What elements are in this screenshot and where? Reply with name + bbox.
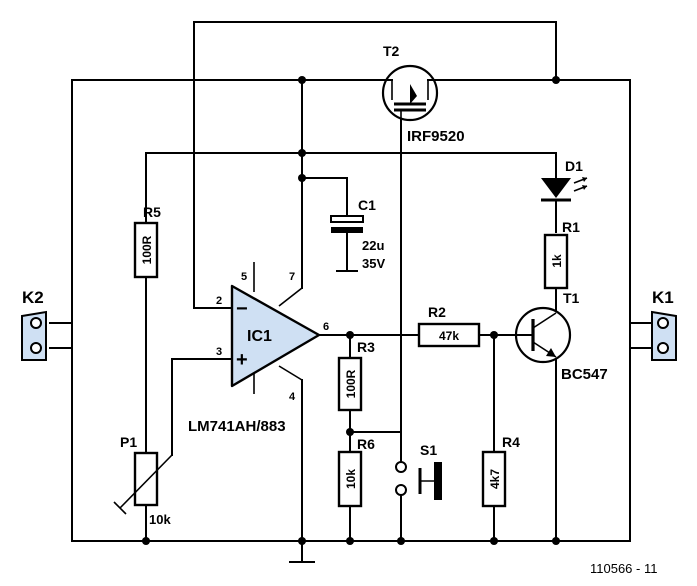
p1-value: 10k [149, 512, 171, 527]
led-d1: D1 [541, 158, 588, 202]
opamp-minus-sign: − [236, 298, 248, 320]
junction-dot [346, 537, 354, 545]
pin-5-label: 5 [241, 271, 247, 283]
k1-label: K1 [652, 288, 674, 307]
t2-label: T2 [383, 43, 400, 59]
r4-value: 4k7 [488, 469, 502, 489]
junction-dot [298, 174, 306, 182]
resistor-r5: 100R R5 [133, 204, 161, 279]
junction-dot [552, 76, 560, 84]
junction-dot [490, 537, 498, 545]
t1-value: BC547 [561, 366, 608, 383]
d1-label: D1 [565, 158, 583, 174]
r1-value: 1k [550, 254, 564, 268]
potentiometer-p1: P1 10k [113, 434, 173, 527]
junction-dot [552, 537, 560, 545]
junction-dot [490, 331, 498, 339]
junction-dot [346, 331, 354, 339]
pin-3-label: 3 [216, 346, 222, 358]
junction-dot [298, 537, 306, 545]
r6-label: R6 [357, 436, 375, 452]
connector-k2: K2 [21, 288, 47, 361]
capacitor-c1: C1 22u 35V [330, 197, 385, 272]
pin-2-label: 2 [216, 295, 222, 307]
junction-dot [298, 149, 306, 157]
r3-value: 100R [344, 369, 358, 398]
r1-label: R1 [562, 219, 580, 235]
k2-label: K2 [22, 288, 44, 307]
wires [49, 21, 653, 563]
t1-label: T1 [563, 290, 580, 306]
resistor-r2: 47k R2 [417, 304, 481, 348]
r2-value: 47k [439, 329, 459, 343]
junction-dot [346, 428, 354, 436]
junction-dot [298, 76, 306, 84]
pushbutton-s1: S1 [395, 442, 442, 500]
figure-code: 110566 - 11 [590, 561, 657, 576]
transistor-t1: T1 BC547 [514, 290, 608, 383]
r3-label: R3 [357, 339, 375, 355]
opamp-ic1: − + IC1 2 3 6 7 4 5 LM741AH/883 [188, 271, 329, 435]
junction-dot [397, 537, 405, 545]
r5-label: R5 [143, 204, 161, 220]
pin-7-label: 7 [289, 271, 295, 283]
junction-dots [142, 76, 560, 545]
p1-label: P1 [120, 434, 137, 450]
r5-value: 100R [140, 235, 154, 264]
ic1-label: IC1 [247, 328, 272, 345]
pin-4-label: 4 [289, 391, 296, 403]
junction-dot [142, 537, 150, 545]
c1-label: C1 [358, 197, 376, 213]
r2-label: R2 [428, 304, 446, 320]
ic1-part-number: LM741AH/883 [188, 418, 286, 435]
r4-label: R4 [502, 434, 520, 450]
c1-value-line2: 35V [362, 256, 385, 271]
resistor-r4: 4k7 R4 [481, 434, 520, 508]
c1-value-line1: 22u [362, 238, 384, 253]
resistor-r6: 10k R6 [337, 436, 375, 508]
resistor-r1: 1k R1 [543, 219, 580, 290]
s1-label: S1 [420, 442, 437, 458]
r6-value: 10k [344, 469, 358, 489]
connector-k1: K1 [651, 288, 677, 361]
opamp-plus-sign: + [236, 349, 248, 371]
t2-value: IRF9520 [407, 128, 465, 145]
mosfet-t2: T2 IRF9520 [371, 43, 465, 145]
pin-6-label: 6 [323, 321, 329, 333]
resistor-r3: 100R R3 [337, 339, 375, 412]
